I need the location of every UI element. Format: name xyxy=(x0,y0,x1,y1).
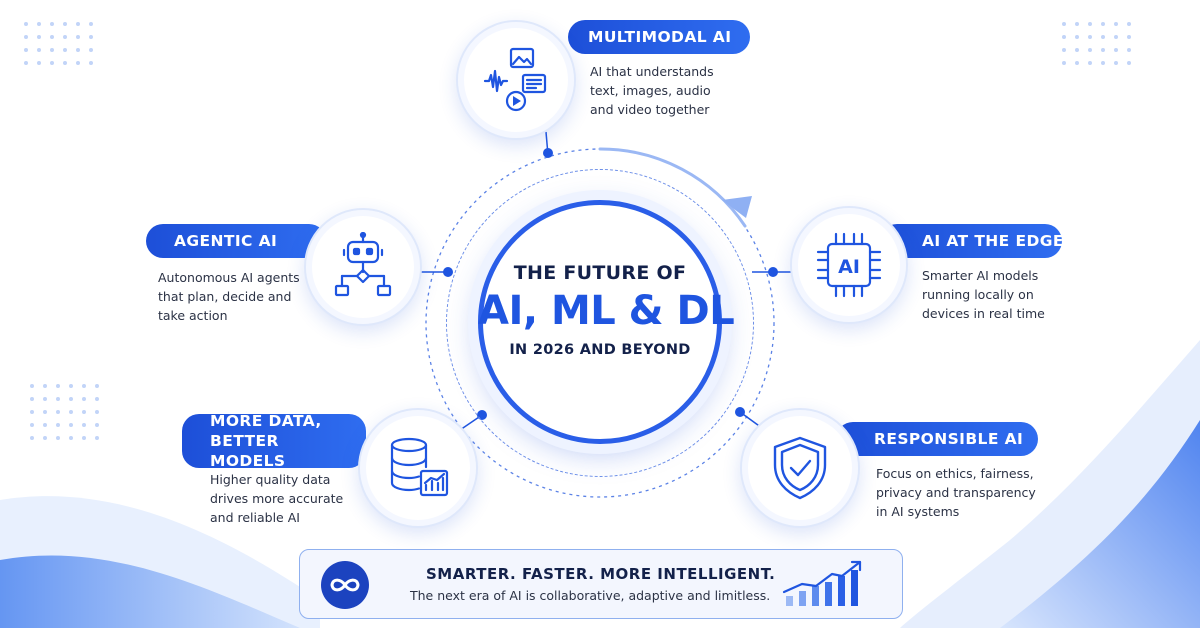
edge-description: Smarter AI models running locally on dev… xyxy=(922,268,1045,321)
data-icon-circle xyxy=(358,408,478,528)
dot-grid-top-right xyxy=(1062,22,1131,65)
multimodal-media-icon xyxy=(483,47,547,112)
data-title-pill: MORE DATA, BETTER MODELS xyxy=(182,412,366,470)
edge-title-pill: AI AT THE EDGE xyxy=(880,224,1064,258)
agentic-title-pill: AGENTIC AI xyxy=(146,224,326,258)
responsible-description: Focus on ethics, fairness, privacy and t… xyxy=(876,466,1036,519)
multimodal-icon-circle xyxy=(456,20,576,140)
responsible-title-pill: RESPONSIBLE AI xyxy=(836,422,1038,456)
center-disc xyxy=(478,200,722,444)
data-title-line1: MORE DATA, xyxy=(210,412,322,430)
dot-grid-left xyxy=(30,384,99,440)
multimodal-title-pill: MULTIMODAL AI xyxy=(568,20,750,54)
data-description: Higher quality data drives more accurate… xyxy=(210,472,344,525)
banner-subtitle: The next era of AI is collaborative, ada… xyxy=(410,588,771,603)
agentic-icon-circle xyxy=(304,208,422,326)
robot-icon xyxy=(334,232,392,297)
ai-chip-icon: AI xyxy=(816,232,882,298)
edge-title: AI AT THE EDGE xyxy=(922,232,1064,250)
shield-check-icon xyxy=(773,436,827,500)
multimodal-title: MULTIMODAL AI xyxy=(588,28,732,46)
center-title-line1: THE FUTURE OF xyxy=(513,262,687,284)
infinity-icon xyxy=(330,578,360,592)
responsible-title: RESPONSIBLE AI xyxy=(874,430,1024,448)
growth-chart-icon xyxy=(782,560,862,606)
data-title-line2: BETTER MODELS xyxy=(210,432,286,470)
database-chart-icon xyxy=(390,437,449,497)
agentic-description: Autonomous AI agents that plan, decide a… xyxy=(158,270,300,323)
banner-title: SMARTER. FASTER. MORE INTELLIGENT. xyxy=(426,565,776,583)
center-title-main: AI, ML & DL xyxy=(478,288,735,334)
center-dashed-ring xyxy=(446,169,754,477)
chip-label: AI xyxy=(838,256,860,278)
center-title-line3: IN 2026 AND BEYOND xyxy=(509,342,691,358)
responsible-icon-circle xyxy=(740,408,860,528)
edge-icon-circle: AI xyxy=(790,206,908,324)
agentic-title: AGENTIC AI xyxy=(174,232,278,250)
dot-grid-top-left xyxy=(24,22,93,65)
multimodal-description: AI that understands text, images, audio … xyxy=(590,64,714,117)
banner-icon-circle xyxy=(321,561,369,609)
